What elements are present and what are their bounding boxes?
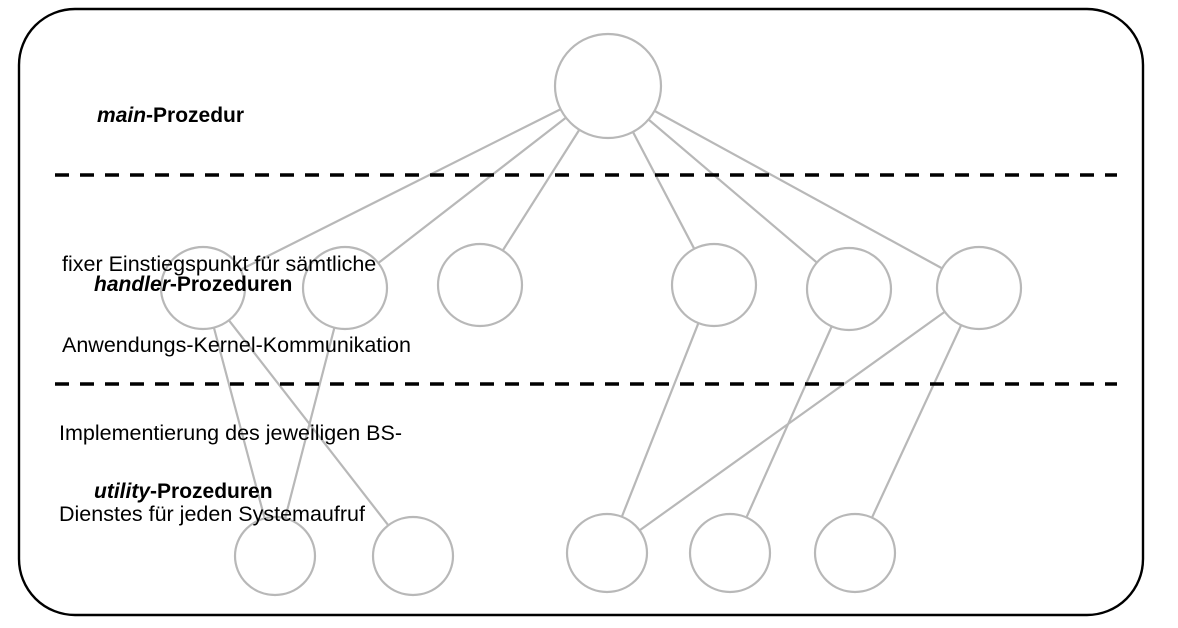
edge-h4-u3 <box>620 322 700 518</box>
node-h6[interactable] <box>935 245 1023 331</box>
node-h3[interactable] <box>436 242 524 328</box>
edge-m1-h2 <box>377 116 567 264</box>
edge-m1-h5 <box>647 118 818 264</box>
node-u5[interactable] <box>813 512 897 594</box>
edge-h6-u3 <box>638 310 946 532</box>
edge-m1-h4 <box>631 131 696 250</box>
edge-m1-h6 <box>654 109 943 270</box>
node-h4[interactable] <box>670 242 758 328</box>
edge-group <box>212 108 963 532</box>
node-u1[interactable] <box>233 515 317 597</box>
edge-h1-u2 <box>228 319 390 526</box>
node-group <box>159 32 1023 597</box>
divider-group <box>55 173 1117 386</box>
edge-h1-u1 <box>212 327 266 519</box>
edge-h2-u1 <box>284 327 336 519</box>
edge-h5-u4 <box>745 325 833 518</box>
edge-m1-h1 <box>240 108 562 271</box>
node-h1[interactable] <box>159 245 247 331</box>
edge-m1-h3 <box>501 129 581 252</box>
outer-frame <box>17 7 1145 617</box>
node-u3[interactable] <box>565 512 649 594</box>
node-u2[interactable] <box>371 515 455 597</box>
edge-h6-u5 <box>870 324 963 519</box>
node-m1[interactable] <box>553 32 663 140</box>
frame-border <box>17 7 1145 617</box>
node-h5[interactable] <box>805 246 893 332</box>
node-u4[interactable] <box>688 512 772 594</box>
node-h2[interactable] <box>301 245 389 331</box>
